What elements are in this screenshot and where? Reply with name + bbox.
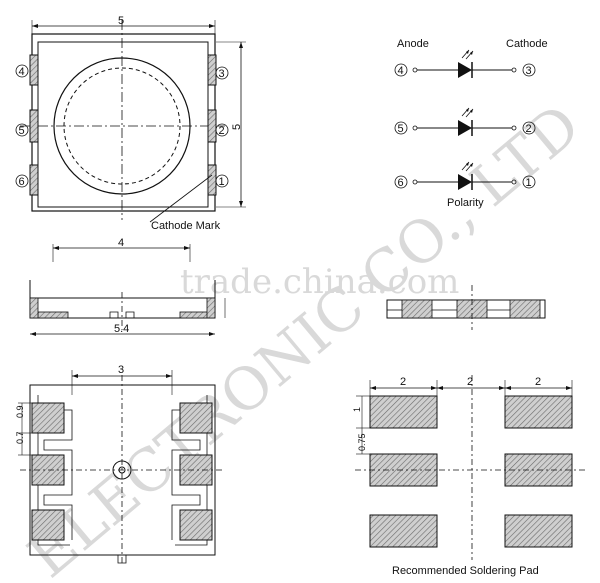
cathode-mark-label: Cathode Mark bbox=[151, 220, 221, 232]
side-view bbox=[29, 244, 226, 336]
watermark-site: trade.china.com bbox=[180, 262, 459, 302]
top-pin-3 bbox=[207, 54, 217, 86]
pin-label-2: 2 bbox=[219, 125, 225, 137]
solder-dim-2: 2 bbox=[467, 376, 473, 388]
cathode-mark-leader bbox=[149, 174, 213, 223]
top-body-inner bbox=[37, 41, 209, 208]
polarity-title: Polarity bbox=[447, 197, 484, 209]
side-view-right bbox=[386, 285, 546, 330]
top-body-outline bbox=[31, 33, 216, 212]
solder-pad bbox=[504, 514, 573, 548]
polarity-row-1: 4 3 bbox=[394, 49, 536, 78]
pin-label-3: 3 bbox=[219, 68, 225, 80]
side-bottom-dim: 5.4 bbox=[114, 323, 129, 335]
solder-dim-3: 2 bbox=[535, 376, 541, 388]
soldering-pad-title: Recommended Soldering Pad bbox=[392, 565, 539, 577]
diode-symbol bbox=[458, 62, 472, 78]
solder-pad-height-dim: 1 bbox=[352, 407, 362, 412]
top-pin-5 bbox=[29, 109, 39, 143]
top-pin-4 bbox=[29, 54, 39, 86]
solder-dim-1: 2 bbox=[400, 376, 406, 388]
solder-gap-dim: 0.75 bbox=[357, 433, 367, 451]
side-top-dim: 4 bbox=[118, 237, 124, 249]
anode-label: Anode bbox=[397, 38, 429, 50]
top-pin-numbers: 4 5 6 3 2 1 bbox=[15, 64, 229, 188]
bottom-view bbox=[18, 370, 225, 565]
polarity-left-pin-3: 6 bbox=[398, 177, 404, 189]
top-width-dim: 5 bbox=[118, 15, 124, 27]
top-pin-2 bbox=[207, 109, 217, 143]
soldering-pad bbox=[355, 375, 585, 560]
lens-inner bbox=[63, 67, 181, 185]
cathode-label: Cathode bbox=[506, 38, 548, 50]
solder-pad bbox=[369, 395, 438, 429]
pin-label-6: 6 bbox=[19, 176, 25, 188]
watermark: trade.china.com ELECTRONIC CO., LTD bbox=[15, 91, 592, 583]
polarity-right-pin-3: 1 bbox=[526, 177, 532, 189]
diode-symbol bbox=[458, 120, 472, 136]
polarity-right-pin-1: 3 bbox=[526, 65, 532, 77]
solder-pad bbox=[504, 395, 573, 429]
top-view bbox=[20, 20, 246, 223]
polarity-left-pin-2: 5 bbox=[398, 123, 404, 135]
pin-label-5: 5 bbox=[19, 125, 25, 137]
polarity-diagram: 4 3 5 2 bbox=[394, 49, 536, 190]
top-pin-6 bbox=[29, 164, 39, 196]
top-height-dim: 5 bbox=[231, 124, 243, 130]
top-pin-1 bbox=[207, 164, 217, 196]
bottom-top-dim: 3 bbox=[118, 364, 124, 376]
watermark-company: ELECTRONIC CO., LTD bbox=[15, 91, 592, 583]
pin-label-4: 4 bbox=[19, 66, 25, 78]
polarity-row-2: 5 2 bbox=[394, 107, 536, 136]
polarity-row-3: 6 1 bbox=[394, 161, 536, 190]
polarity-right-pin-2: 2 bbox=[526, 123, 532, 135]
bottom-pad-height-dim: 0.9 bbox=[15, 405, 25, 418]
solder-pad bbox=[369, 514, 438, 548]
polarity-left-pin-1: 4 bbox=[398, 65, 404, 77]
pin-label-1: 1 bbox=[219, 176, 225, 188]
diode-symbol bbox=[458, 174, 472, 190]
bottom-gap-dim: 0.7 bbox=[15, 431, 25, 444]
